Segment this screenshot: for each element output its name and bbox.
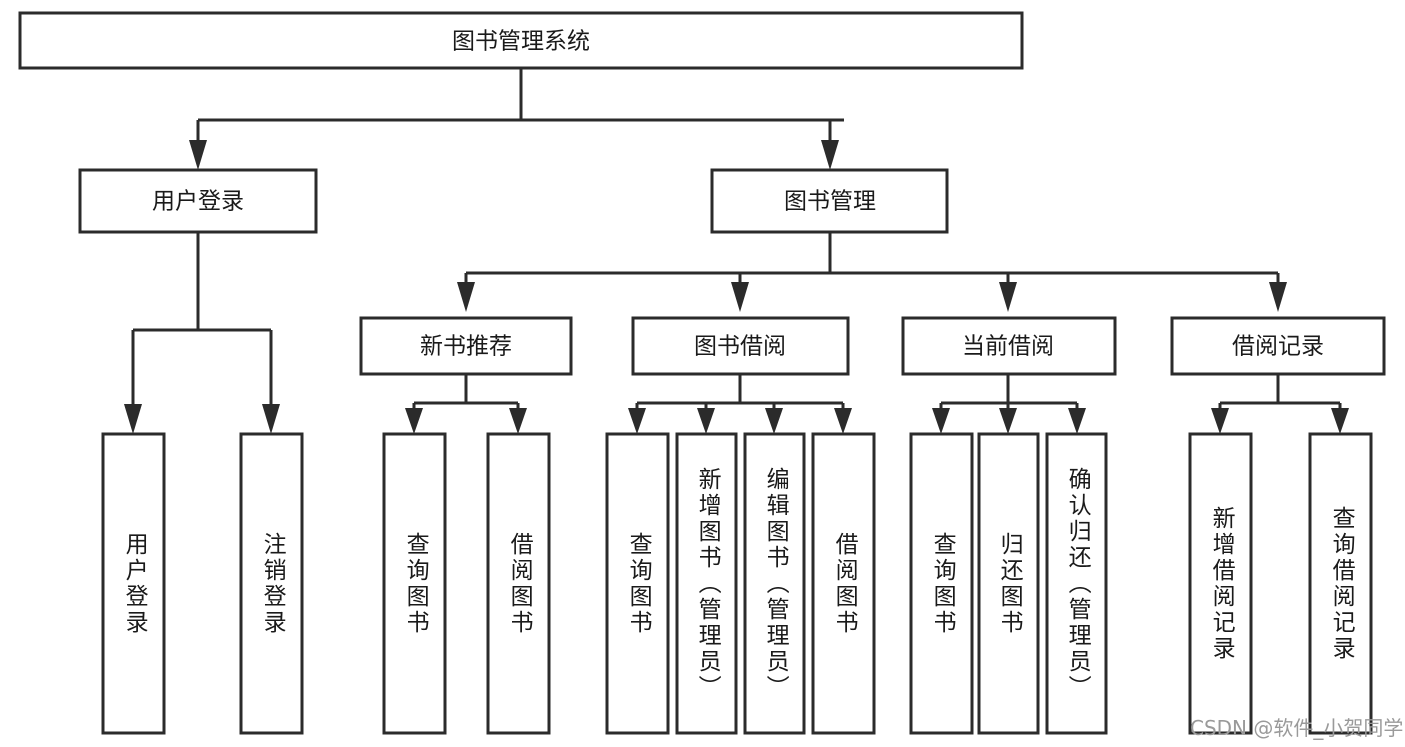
node-book-borrow-label: 图书借阅 [694,334,786,360]
node-book-borrow-box[interactable] [631,316,850,376]
connector-currentborrow-to-leaves [932,374,1086,434]
node-user-login[interactable]: 用户登录 [78,168,318,234]
connector-bookmanage-to-level3 [457,232,1287,312]
leaf-borrow-book-2-box[interactable] [811,432,876,735]
leaf-return-book-box[interactable] [977,432,1040,735]
leaf-user-logout-box[interactable] [239,432,304,735]
node-root-label: 图书管理系统 [452,29,590,55]
node-borrow-record[interactable]: 借阅记录 [1170,316,1386,376]
connector-newbook-to-leaves [405,374,527,434]
node-root-box[interactable] [18,11,1024,70]
node-borrow-record-box[interactable] [1170,316,1386,376]
connector-borrowrecord-to-leaves [1211,374,1349,434]
leaf-confirm-return-box[interactable] [1045,432,1108,735]
connector-userlogin-to-leaves [124,232,280,434]
leaf-borrow-book-1-box[interactable] [486,432,551,735]
node-new-book-rec[interactable]: 新书推荐 [359,316,573,376]
leaf-add-book-box[interactable] [675,432,738,735]
node-book-manage-label: 图书管理 [784,189,876,215]
node-user-login-box[interactable] [78,168,318,234]
leaf-add-record-box[interactable] [1188,432,1253,735]
node-book-borrow[interactable]: 图书借阅 [631,316,850,376]
node-book-manage-box[interactable] [710,168,949,234]
leaf-user-login-box[interactable] [101,432,166,735]
leaf-query-book-1-box[interactable] [382,432,447,735]
csdn-watermark: CSDN @软件_小贺同学 [1190,716,1404,740]
node-current-borrow[interactable]: 当前借阅 [901,316,1117,376]
node-root[interactable]: 图书管理系统 [18,11,1024,70]
connector-root-to-level2 [189,68,844,170]
node-new-book-rec-label: 新书推荐 [420,334,512,360]
node-user-login-label: 用户登录 [152,189,244,215]
leaf-edit-book-box[interactable] [743,432,806,735]
connector-bookborrow-to-leaves [628,374,852,434]
leaf-query-book-3-box[interactable] [909,432,974,735]
leaf-query-record-box[interactable] [1308,432,1373,735]
node-borrow-record-label: 借阅记录 [1232,334,1324,360]
node-book-manage[interactable]: 图书管理 [710,168,949,234]
node-new-book-rec-box[interactable] [359,316,573,376]
node-current-borrow-box[interactable] [901,316,1117,376]
node-current-borrow-label: 当前借阅 [962,334,1054,360]
leaf-query-book-2-box[interactable] [605,432,670,735]
